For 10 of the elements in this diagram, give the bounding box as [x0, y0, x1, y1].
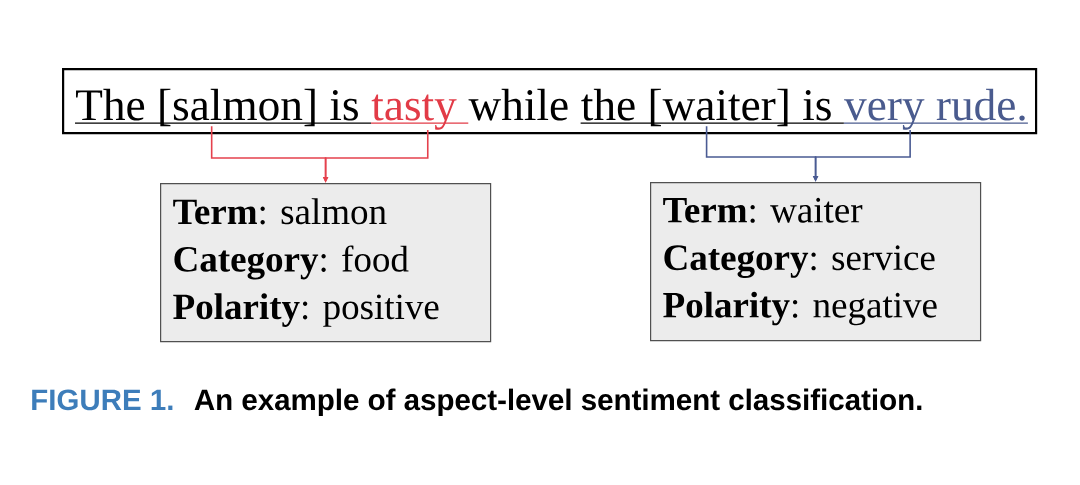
figure-caption: An example of aspect-level sentiment classification.: [194, 388, 922, 417]
term-box: Term: salmon Category: food Polarity: positive: [160, 183, 492, 343]
figure-number: FIGURE 1.: [32, 389, 173, 411]
underlined-phrase: the [waiter] is: [579, 88, 845, 127]
term-box: Term: waiter Category: service Polarity: negative: [650, 182, 982, 342]
underlined-phrase: The [salmon] is: [74, 88, 372, 127]
sentence-word: while: [468, 88, 568, 121]
highlighted-phrase: very rude.: [843, 88, 1029, 130]
sentence-box: [62, 68, 1038, 135]
highlighted-word: tasty: [370, 94, 469, 130]
